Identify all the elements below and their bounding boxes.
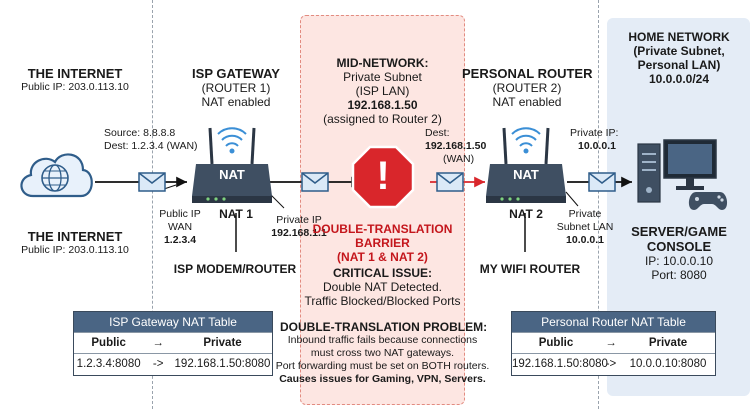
router2-nat-label: NAT — [513, 167, 539, 182]
device-ip: IP: 10.0.0.10 — [644, 254, 714, 268]
column-header-public: Public — [91, 337, 126, 349]
packet2-wan: (WAN) — [443, 153, 475, 165]
router1-wan-ip: 1.2.3.4 — [163, 234, 197, 246]
router2-subnet-label2: Subnet LAN — [556, 221, 614, 233]
router1-private-label: Private IP — [276, 214, 322, 226]
table-cell-arrow: -> — [152, 358, 164, 370]
table-cell-arrow: -> — [605, 358, 617, 370]
table-row: 1.2.3.4:8080 -> 192.168.1.50:8080 — [74, 353, 272, 374]
router1-wan-label: Public IP — [159, 208, 201, 220]
arrow-icon: → — [152, 337, 164, 349]
packet1-source: Source: 8.8.8.8 — [104, 127, 176, 139]
column-header-private: Private — [648, 337, 688, 349]
cloud-icon — [20, 153, 93, 198]
personal-nat-table-title: Personal Router NAT Table — [512, 312, 715, 332]
server-console-icon — [637, 139, 728, 210]
table-cell-private: 192.168.1.50:8080 — [174, 358, 271, 370]
router1-wan-label2: WAN — [167, 221, 193, 233]
envelope-icon — [138, 172, 166, 192]
column-header-private: Private — [203, 337, 242, 349]
router2-nat-enabled: NAT enabled — [492, 95, 562, 109]
problem-line1: Inbound traffic fails because connection… — [287, 334, 478, 346]
envelope-icon — [588, 172, 616, 192]
barrier-title: DOUBLE-TRANSLATION — [312, 222, 453, 236]
table-cell-private: 10.0.0.10:8080 — [629, 358, 707, 370]
router2-name: NAT 2 — [509, 207, 543, 221]
table-cell-public: 192.168.1.50:8080 — [512, 358, 608, 370]
router2-title: PERSONAL ROUTER — [462, 66, 593, 81]
envelope-icon — [301, 172, 329, 192]
mid-ip: 192.168.1.50 — [347, 98, 418, 112]
personal-nat-table-header: Public → Private — [512, 332, 715, 353]
router1-private-ip: 192.168.1.1 — [271, 227, 327, 239]
table-row: 192.168.1.50:8080 -> 10.0.0.10:8080 — [512, 353, 715, 374]
packet2-dest-ip: 192.168.1.50 — [425, 140, 487, 152]
isp-nat-table-title: ISP Gateway NAT Table — [74, 312, 272, 332]
router1-icon — [192, 127, 272, 203]
mid-network-zone — [300, 15, 465, 405]
zone-divider-internet — [152, 0, 153, 409]
internet-public-ip-lower: Public IP: 203.0.113.10 — [21, 244, 129, 256]
home-title: HOME NETWORK — [628, 30, 730, 44]
internet-public-ip: Public IP: 203.0.113.10 — [21, 81, 129, 93]
barrier-nats: (NAT 1 & NAT 2) — [337, 250, 428, 264]
device-title2: CONSOLE — [646, 239, 712, 254]
router2-subtitle: (ROUTER 2) — [492, 81, 562, 95]
router1-caption: ISP MODEM/ROUTER — [173, 262, 297, 276]
router1-subtitle: (ROUTER 1) — [201, 81, 271, 95]
mid-assigned: (assigned to Router 2) — [323, 112, 442, 126]
zone-divider-home — [598, 0, 599, 409]
problem-line3: Port forwarding must be set on BOTH rout… — [275, 360, 490, 372]
packet2-dest-label: Dest: — [425, 127, 450, 139]
packet1-dest: Dest: 1.2.3.4 (WAN) — [104, 140, 198, 152]
mid-line3: (ISP LAN) — [355, 84, 410, 98]
isp-nat-table-header: Public → Private — [74, 332, 272, 353]
warning-glyph: ! — [376, 154, 390, 198]
mid-title: MID-NETWORK: — [336, 56, 429, 70]
device-port: Port: 8080 — [651, 268, 707, 282]
home-subnet: 10.0.0.0/24 — [648, 72, 710, 86]
home-line3: Personal LAN) — [637, 58, 721, 72]
router2-subnet-label: Private — [568, 208, 602, 220]
barrier-title2: BARRIER — [355, 236, 410, 250]
home-line2: (Private Subnet, — [633, 44, 725, 58]
router1-nat-enabled: NAT enabled — [201, 95, 271, 109]
table-cell-public: 1.2.3.4:8080 — [76, 358, 141, 370]
router2-caption: MY WIFI ROUTER — [479, 262, 581, 276]
column-header-public: Public — [538, 337, 574, 349]
critical-issue-line1: Double NAT Detected. — [323, 280, 442, 294]
personal-nat-table: Personal Router NAT Table Public → Priva… — [511, 311, 716, 376]
problem-line2: must cross two NAT gateways. — [310, 347, 455, 359]
router1-title: ISP GATEWAY — [192, 66, 280, 81]
problem-line4: Causes issues for Gaming, VPN, Servers. — [279, 373, 486, 385]
critical-issue-title: CRITICAL ISSUE: — [332, 266, 433, 280]
internet-title-lower: THE INTERNET — [27, 229, 123, 244]
router1-name: NAT 1 — [219, 207, 253, 221]
problem-title: DOUBLE-TRANSLATION PROBLEM: — [280, 320, 488, 334]
router2-icon — [486, 127, 566, 203]
internet-title: THE INTERNET — [27, 66, 123, 81]
router2-private-ip: 10.0.0.1 — [578, 140, 616, 152]
arrow-icon: → — [605, 337, 617, 349]
envelope-icon — [436, 172, 464, 192]
router2-private-label: Private IP: — [570, 127, 619, 139]
warning-icon — [351, 145, 415, 209]
router1-nat-label: NAT — [219, 167, 245, 182]
mid-line2: Private Subnet — [343, 70, 422, 84]
router2-subnet-ip: 10.0.0.1 — [566, 234, 604, 246]
critical-issue-line2: Traffic Blocked/Blocked Ports — [304, 294, 461, 308]
isp-nat-table: ISP Gateway NAT Table Public → Private 1… — [73, 311, 273, 376]
device-title: SERVER/GAME — [631, 224, 727, 239]
